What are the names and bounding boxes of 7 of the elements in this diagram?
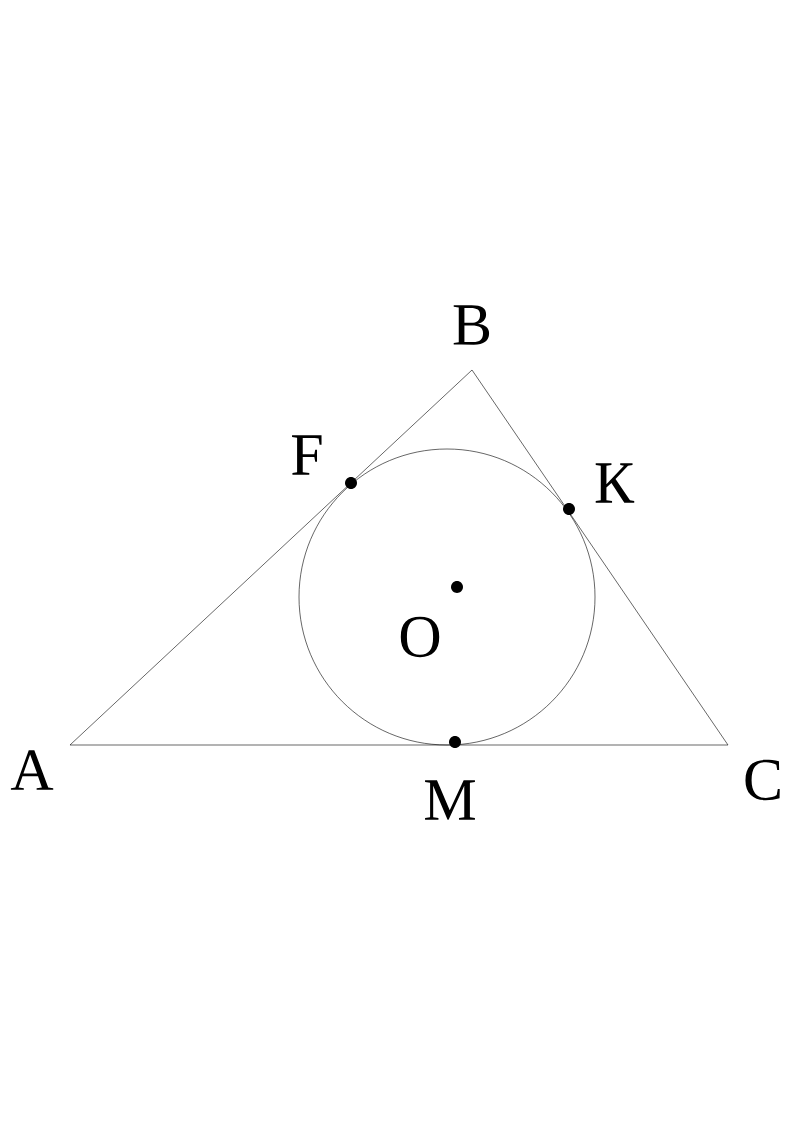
point-label: F [292, 435, 322, 475]
point-label: К [595, 463, 635, 503]
point-label: B [453, 305, 490, 345]
point-label: A [10, 750, 54, 790]
point-label: C [745, 759, 780, 801]
point-label: O [400, 616, 440, 658]
point-label: M [425, 780, 475, 820]
